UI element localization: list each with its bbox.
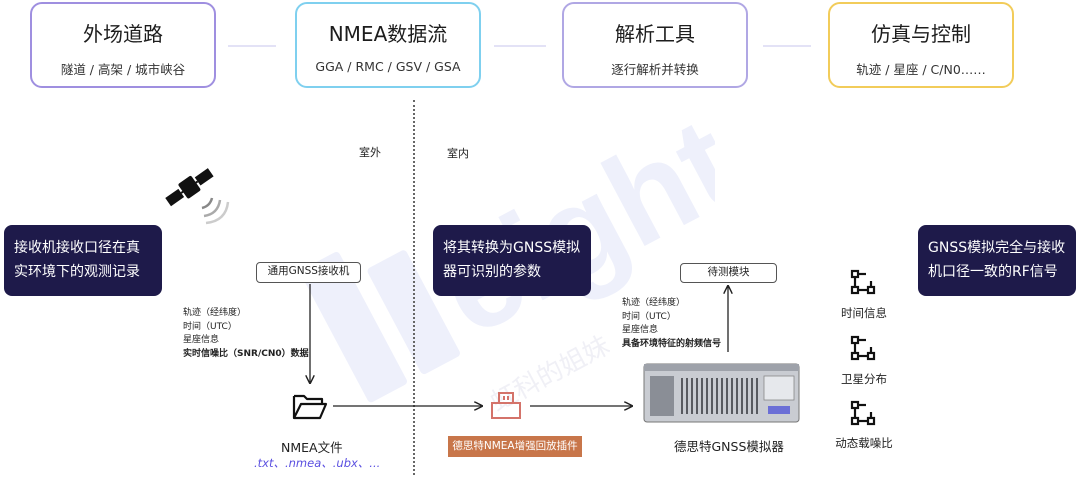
indoor-outdoor-divider [413, 100, 415, 475]
stage-subtitle: 隧道 / 高架 / 城市峡谷 [60, 62, 186, 77]
stage-card-sim-control: 仿真与控制 轨迹 / 星座 / C/N0…… [828, 2, 1014, 88]
stage-subtitle: 轨迹 / 星座 / C/N0…… [856, 62, 986, 77]
stage-title: 解析工具 [615, 22, 695, 46]
receiver-info-track: 轨迹（经纬度） [183, 308, 247, 318]
stage-title: 外场道路 [83, 22, 163, 46]
stage-connector [763, 45, 811, 47]
output-satellite-distribution: 卫星分布 [841, 372, 887, 386]
node-graph-icon [850, 269, 876, 295]
indoor-label: 室内 [447, 147, 469, 160]
stage-connector [228, 45, 276, 47]
simulator-info-track: 轨迹（经纬度） [622, 298, 686, 308]
conversion-text: 将其转换为GNSS模拟器可识别的参数 [443, 240, 581, 280]
output-dynamic-cn0: 动态载噪比 [835, 436, 893, 450]
node-graph-icon [850, 335, 876, 361]
node-graph-icon [850, 400, 876, 426]
satellite-icon [165, 168, 230, 225]
field-record-text: 接收机接收口径在真实环境下的观测记录 [14, 240, 140, 280]
stage-card-nmea-stream: NMEA数据流 GGA / RMC / GSV / GSA [295, 2, 481, 88]
stage-subtitle: 逐行解析并转换 [611, 62, 699, 77]
folder-icon [292, 394, 328, 420]
stage-card-parse-tool: 解析工具 逐行解析并转换 [562, 2, 748, 88]
receiver-info-list: 轨迹（经纬度） 时间（UTC） 星座信息 实时信噪比（SNR/CN0）数据 [183, 307, 309, 361]
stage-title: NMEA数据流 [328, 22, 448, 46]
nmea-plugin-label: 德思特NMEA增强回放插件 [448, 436, 582, 457]
output-time-info: 时间信息 [841, 306, 887, 320]
rf-signal-note: GNSS模拟完全与接收机口径一致的RF信号 [918, 225, 1076, 296]
field-record-note: 接收机接收口径在真实环境下的观测记录 [4, 225, 162, 296]
gnss-simulator-label: 德思特GNSS模拟器 [674, 439, 784, 454]
stage-title: 仿真与控制 [871, 22, 971, 46]
outdoor-label: 室外 [359, 146, 381, 159]
dut-module-box: 待测模块 [680, 263, 777, 283]
gnss-simulator-device [643, 363, 800, 423]
nmea-file-label: NMEA文件 [281, 440, 343, 455]
receiver-info-time: 时间（UTC） [183, 321, 237, 332]
stage-card-field-road: 外场道路 隧道 / 高架 / 城市峡谷 [30, 2, 216, 88]
stage-subtitle: GGA / RMC / GSV / GSA [315, 59, 461, 74]
stage-connector [494, 45, 546, 47]
simulator-info-rf: 具备环境特征的射频信号 [622, 338, 722, 349]
receiver-info-constellation: 星座信息 [183, 335, 220, 345]
nmea-file-extensions: .txt、.nmea、.ubx、... [254, 456, 381, 470]
conversion-note: 将其转换为GNSS模拟器可识别的参数 [433, 225, 591, 296]
simulator-info-constellation: 星座信息 [622, 325, 659, 335]
simulator-info-time: 时间（UTC） [622, 311, 676, 322]
simulator-info-list: 轨迹（经纬度） 时间（UTC） 星座信息 具备环境特征的射频信号 [622, 297, 721, 351]
receiver-info-snr: 实时信噪比（SNR/CN0）数据 [183, 348, 309, 359]
gnss-receiver-box: 通用GNSS接收机 [256, 262, 361, 283]
plugin-icon [491, 392, 521, 419]
rf-signal-text: GNSS模拟完全与接收机口径一致的RF信号 [928, 240, 1066, 280]
